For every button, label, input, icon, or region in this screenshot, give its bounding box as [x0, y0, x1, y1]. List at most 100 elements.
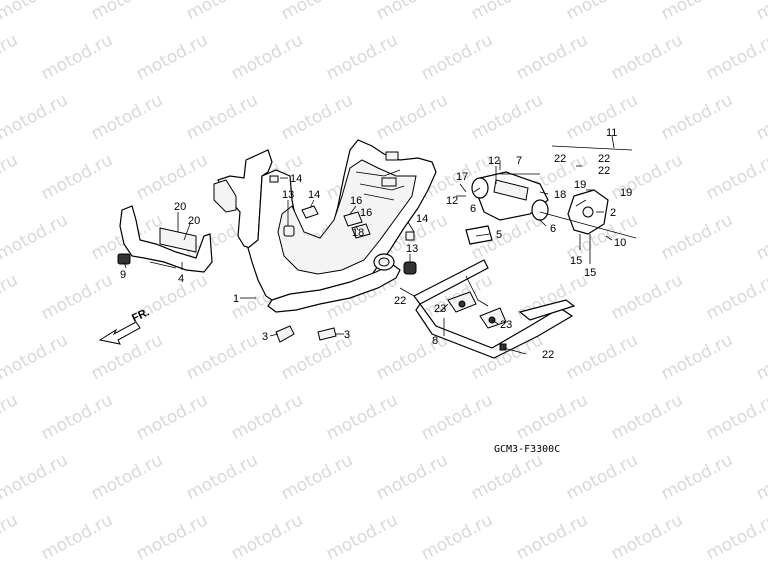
callout-22-d[interactable]: 22 [394, 295, 406, 307]
callout-12-top[interactable]: 12 [488, 155, 500, 167]
frame-body-part-1[interactable] [213, 139, 437, 313]
callout-3-left[interactable]: 3 [262, 331, 268, 343]
watermark-text: motod.ru [373, 330, 451, 384]
watermark-text: motod.ru [0, 30, 21, 84]
watermark-text: motod.ru [88, 0, 166, 24]
callout-18-right[interactable]: 18 [554, 189, 566, 201]
watermark-text: motod.ru [608, 30, 686, 84]
callout-7[interactable]: 7 [516, 155, 522, 167]
watermark-text: motod.ru [323, 30, 401, 84]
leader-lines [123, 135, 615, 337]
watermark-text: motod.ru [183, 330, 261, 384]
watermark-text: motod.ru [0, 210, 71, 264]
callout-17[interactable]: 17 [456, 171, 468, 183]
bolt-part-22-lower[interactable] [499, 343, 527, 355]
mount-rubber-part-5[interactable] [465, 225, 493, 245]
watermark-text: motod.ru [563, 0, 641, 24]
watermark-text: motod.ru [563, 450, 641, 504]
callout-13-left[interactable]: 13 [282, 189, 294, 201]
watermark-text: motod.ru [658, 0, 736, 24]
callout-22-b[interactable]: 22 [598, 153, 610, 165]
callout-20-right[interactable]: 20 [188, 215, 200, 227]
watermark-text: motod.ru [278, 90, 356, 144]
watermark-text: motod.ru [658, 330, 736, 384]
callout-14-right[interactable]: 14 [416, 213, 428, 225]
watermark-text: motod.ru [133, 510, 211, 564]
cap-part-13-right[interactable] [403, 261, 417, 275]
callout-16-top[interactable]: 16 [350, 195, 362, 207]
callout-14-top[interactable]: 14 [290, 173, 302, 185]
watermark-text: motod.ru [228, 510, 306, 564]
watermark-text: motod.ru [563, 90, 641, 144]
watermark-text: motod.ru [468, 90, 546, 144]
watermark-text: motod.ru [228, 390, 306, 444]
watermark-text: motod.ru [703, 510, 768, 564]
bracket-part-2[interactable] [567, 189, 609, 235]
callout-14-mid[interactable]: 14 [308, 189, 320, 201]
watermark-text: motod.ru [658, 90, 736, 144]
callout-11[interactable]: 11 [606, 127, 617, 139]
callout-4[interactable]: 4 [178, 273, 184, 285]
callout-16-mid[interactable]: 16 [360, 207, 372, 219]
callout-20-top[interactable]: 20 [174, 201, 186, 213]
callout-19-left[interactable]: 19 [574, 179, 586, 191]
rubber-pad-part-3-right[interactable] [317, 327, 337, 341]
watermark-text: motod.ru [753, 90, 768, 144]
lower-frame-part-8[interactable] [413, 259, 576, 359]
watermark-text: motod.ru [608, 270, 686, 324]
watermark-text: motod.ru [753, 450, 768, 504]
watermark-text: motod.ru [133, 150, 211, 204]
watermark-text: motod.ru [563, 330, 641, 384]
callout-23-right[interactable]: 23 [500, 319, 512, 331]
rubber-pad-part-3-left[interactable] [275, 325, 295, 343]
watermark-text: motod.ru [0, 510, 21, 564]
callout-19-right[interactable]: 19 [620, 187, 632, 199]
callout-22-e[interactable]: 22 [542, 349, 554, 361]
watermark-text: motod.ru [38, 510, 116, 564]
watermark-text: motod.ru [0, 390, 21, 444]
watermark-text: motod.ru [38, 150, 116, 204]
bolt-part-9[interactable] [117, 253, 131, 265]
watermark-text: motod.ru [513, 510, 591, 564]
callout-12-left[interactable]: 12 [446, 195, 458, 207]
clip-part-14-top[interactable] [269, 175, 279, 183]
watermark-text: motod.ru [418, 510, 496, 564]
watermark-text: motod.ru [323, 510, 401, 564]
watermark-text: motod.ru [0, 90, 71, 144]
watermark-text: motod.ru [703, 270, 768, 324]
bracket-part-4[interactable] [119, 205, 213, 273]
watermark-text: motod.ru [753, 210, 768, 264]
callout-10[interactable]: 10 [614, 237, 626, 249]
watermark-text: motod.ru [0, 330, 71, 384]
callout-5[interactable]: 5 [496, 229, 502, 241]
callout-6-left[interactable]: 6 [470, 203, 476, 215]
clip-part-14-right[interactable] [405, 231, 415, 241]
watermark-text: motod.ru [133, 390, 211, 444]
callout-22-c[interactable]: 22 [598, 165, 610, 177]
front-direction-arrow [98, 321, 141, 345]
diagram-code: GCM3-F3300C [494, 444, 560, 455]
callout-1[interactable]: 1 [233, 293, 239, 305]
engine-hanger-part-7[interactable] [471, 171, 549, 221]
watermark-text: motod.ru [373, 90, 451, 144]
bolt-part-22-left[interactable] [399, 287, 415, 297]
watermark-text: motod.ru [38, 270, 116, 324]
cap-part-13-left[interactable] [283, 225, 295, 237]
callout-13-right[interactable]: 13 [406, 243, 418, 255]
callout-22-a[interactable]: 22 [554, 153, 566, 165]
long-bolt-part-11[interactable] [551, 145, 633, 151]
callout-15-right[interactable]: 15 [584, 267, 596, 279]
callout-9[interactable]: 9 [120, 269, 126, 281]
watermark-text: motod.ru [0, 270, 21, 324]
watermark-text: motod.ru [608, 510, 686, 564]
callout-2[interactable]: 2 [610, 207, 616, 219]
callout-23-left[interactable]: 23 [434, 303, 446, 315]
callout-18-left[interactable]: 18 [352, 227, 364, 239]
watermark-text: motod.ru [513, 30, 591, 84]
callout-3-right[interactable]: 3 [344, 329, 350, 341]
callout-6-right[interactable]: 6 [550, 223, 556, 235]
long-bolt-part-10[interactable] [539, 211, 637, 239]
callout-15-left[interactable]: 15 [570, 255, 582, 267]
callout-8[interactable]: 8 [432, 335, 438, 347]
